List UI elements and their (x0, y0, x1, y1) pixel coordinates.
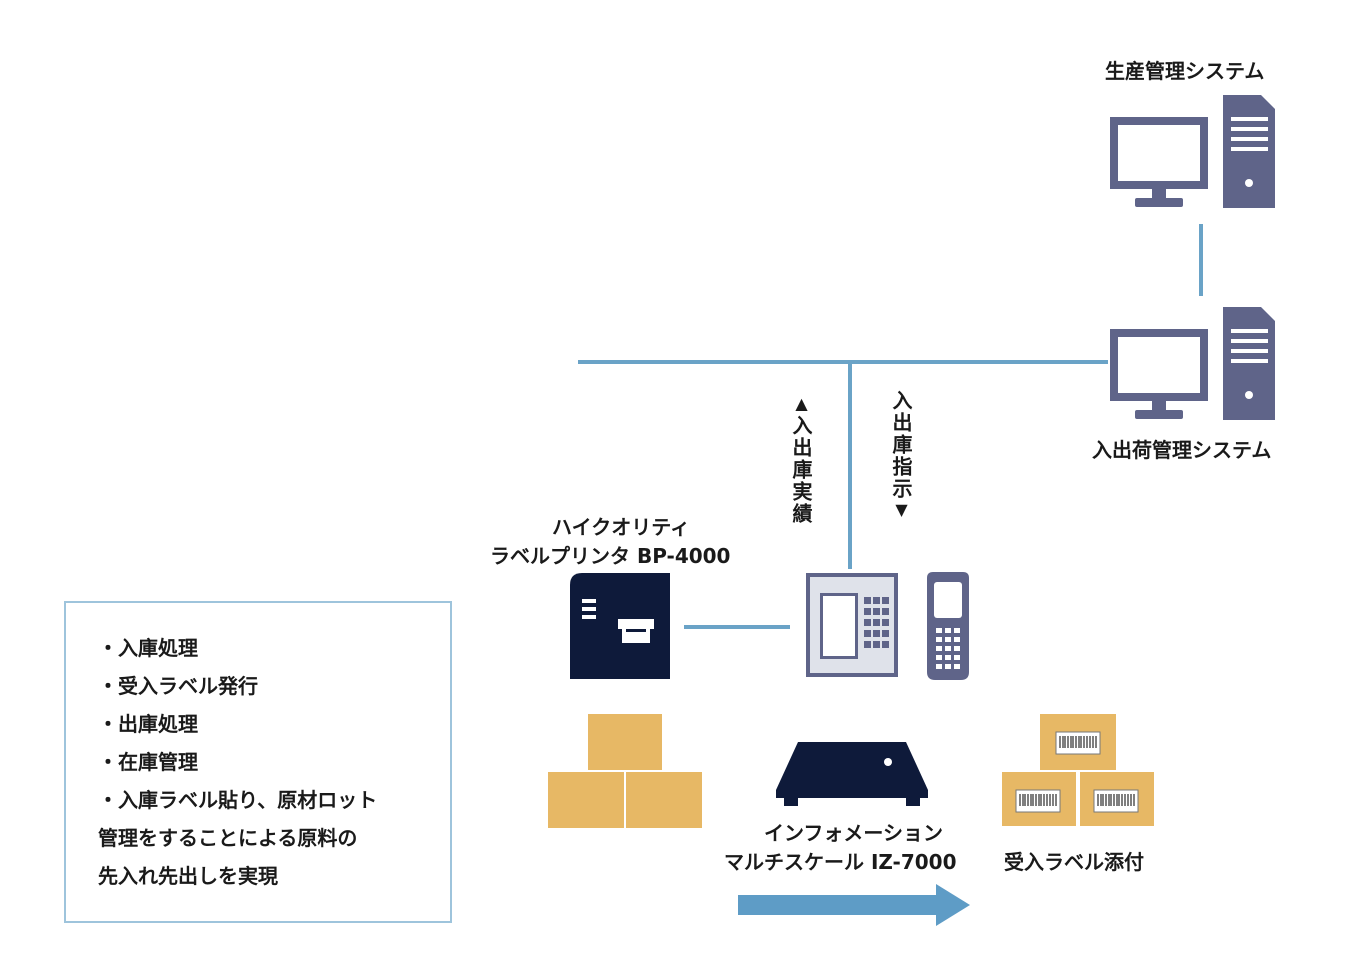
inout-result-label: 入出庫実績 (789, 415, 813, 525)
feature-item: ・入庫処理 (98, 636, 198, 660)
inout-instruction-label: 入出庫指示 (889, 390, 913, 500)
printer-label-line2: ラベルプリンタ BP-4000 (490, 544, 731, 568)
feature-item: ・入庫ラベル貼り、原材ロット (98, 788, 378, 812)
feature-item: ・受入ラベル発行 (98, 674, 258, 698)
labeled-boxes-icon (1002, 714, 1154, 826)
down-triangle-icon: ▼ (892, 500, 911, 521)
features-box: ・入庫処理 ・受入ラベル発行 ・出庫処理 ・在庫管理 ・入庫ラベル貼り、原材ロッ… (64, 601, 452, 923)
feature-item: ・出庫処理 (98, 712, 198, 736)
scale-label-line1: インフォメーション (764, 821, 943, 845)
up-triangle-icon: ▲ (792, 394, 811, 415)
shipping-system-label: 入出荷管理システム (1092, 438, 1272, 462)
stacked-boxes-icon (548, 714, 702, 828)
scale-label-line2: マルチスケール IZ-7000 (724, 850, 957, 874)
receiving-label-text: 受入ラベル添付 (1004, 850, 1144, 874)
inout-result-text: ▲入出庫実績 (789, 394, 813, 525)
feature-item: 先入れ先出しを実現 (98, 864, 278, 888)
feature-item: ・在庫管理 (98, 750, 198, 774)
flow-arrow-icon (738, 884, 970, 926)
system-link-line (1199, 224, 1203, 296)
terminal-device-icon (806, 573, 898, 677)
printer-link-line (684, 625, 790, 629)
handheld-terminal-icon (927, 572, 969, 680)
printer-label-line1: ハイクオリティ (552, 515, 690, 539)
features-list: ・入庫処理 ・受入ラベル発行 ・出庫処理 ・在庫管理 ・入庫ラベル貼り、原材ロッ… (98, 629, 377, 895)
network-bus-line (578, 360, 1108, 364)
production-system-computer-icon (1110, 95, 1275, 208)
barcode-label-icon (1055, 731, 1101, 755)
shipping-system-computer-icon (1110, 307, 1275, 420)
network-drop-line (848, 362, 852, 569)
platform-scale-icon (776, 742, 928, 806)
inout-instruction-text: 入出庫指示▼ (889, 390, 913, 521)
production-system-label: 生産管理システム (1105, 59, 1265, 83)
label-printer-icon (570, 573, 670, 679)
feature-item: 管理をすることによる原料の (98, 826, 358, 850)
